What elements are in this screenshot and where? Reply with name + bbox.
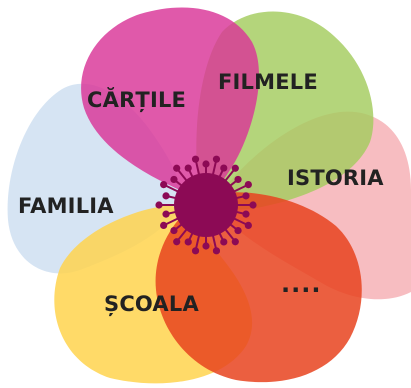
label-istoria: ISTORIA [287,166,384,190]
petal-cartile [81,7,260,197]
center-spoke-dot [242,210,250,218]
label-cartile: CĂRȚILE [87,88,187,112]
center-spoke-dot [191,247,200,255]
center-spoke-dot [244,221,252,229]
center-spoke-dot [160,181,168,189]
label-familia: FAMILIA [18,194,114,218]
center-spoke-dot [249,201,257,209]
center-spoke-dot [184,164,192,172]
center-spoke-dot [155,201,163,209]
center-spoke-dot [220,164,228,172]
center-spoke-dot [202,242,210,250]
petal-more [155,192,362,383]
center-spoke-dot [170,226,178,235]
center-spoke-dot [184,238,192,246]
center-spoke-dot [242,192,250,200]
label-scoala: ȘCOALA [104,292,199,316]
center-spoke-dot [234,226,242,235]
center-spoke-dot [162,210,170,218]
center-spoke-dot [173,238,181,246]
center-spoke-dot [231,238,239,246]
center-spoke-dot [212,247,221,255]
center-spoke-dot [244,181,252,189]
center-circle [174,173,238,237]
center-spoke-dot [191,155,200,163]
center-spoke-dot [212,155,221,163]
label-filmele: FILMELE [218,70,318,94]
center-spoke-dot [220,238,228,246]
center-spoke-dot [234,175,242,184]
center-spoke-dot [162,192,170,200]
center-spoke-dot [231,164,239,172]
center-spoke-dot [202,160,210,168]
center-spoke-dot [160,221,168,229]
label-more: .... [281,270,322,298]
center-spoke-dot [173,164,181,172]
center-spoke-dot [170,175,178,184]
